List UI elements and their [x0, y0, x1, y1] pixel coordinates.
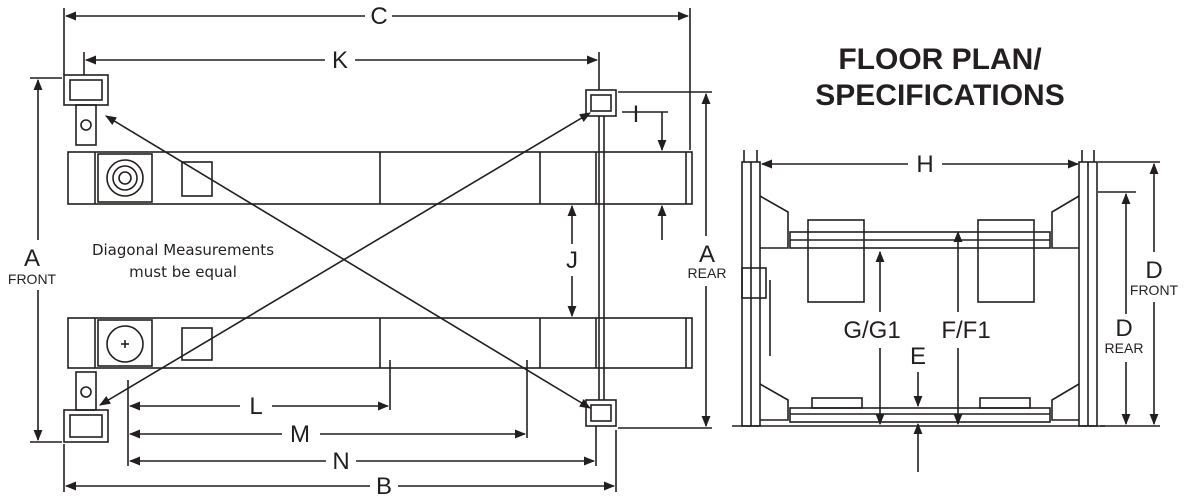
note-line-1: Diagonal Measurements [92, 241, 274, 259]
label-rear: REAR [688, 265, 727, 281]
rear-post-bottom [585, 399, 617, 427]
label-d-front: D [1145, 257, 1162, 284]
front-view [732, 150, 1160, 472]
label-i: I [633, 101, 640, 128]
front-post-bottom [63, 371, 109, 443]
front-post-top [63, 74, 109, 146]
left-post [741, 150, 789, 427]
label-front: FRONT [8, 271, 57, 287]
label-m: M [290, 421, 310, 448]
title-line-1: FLOOR PLAN/ [838, 43, 1042, 76]
label-f-f1: F/F1 [941, 317, 990, 344]
label-g-g1: G/G1 [843, 317, 900, 344]
top-view [30, 8, 712, 492]
label-l: L [249, 393, 262, 420]
label-b: B [376, 473, 392, 498]
label-n: N [332, 448, 349, 475]
label-j: J [566, 247, 578, 274]
note-line-2: must be equal [129, 263, 237, 281]
label-d-front-sub: FRONT [1130, 282, 1179, 298]
label-d-rear-sub: REAR [1105, 340, 1144, 356]
title-line-2: SPECIFICATIONS [815, 79, 1065, 112]
label-k: K [332, 47, 348, 74]
diagonal-lines [99, 112, 591, 409]
label-a-rear: A [699, 241, 715, 268]
right-post [1051, 150, 1098, 427]
label-e: E [910, 343, 926, 370]
label-d-rear: D [1115, 315, 1132, 342]
rear-post-top [585, 89, 617, 117]
page-title: FLOOR PLAN/ SPECIFICATIONS [770, 42, 1110, 114]
label-a-front: A [24, 245, 40, 272]
label-c: C [370, 3, 387, 30]
label-h: H [916, 151, 933, 178]
